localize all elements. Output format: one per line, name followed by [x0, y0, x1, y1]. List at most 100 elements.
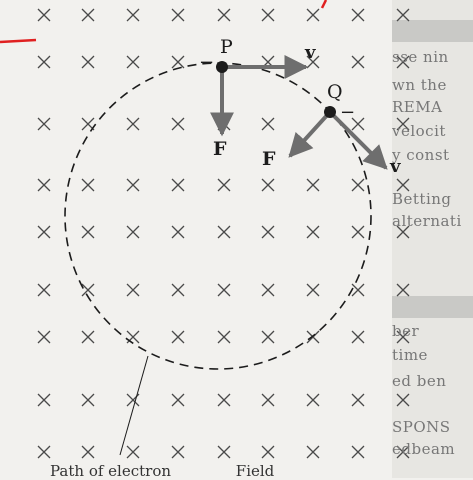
field-cross	[306, 445, 320, 459]
field-cross	[126, 8, 140, 22]
field-cross	[396, 330, 410, 344]
field-cross	[81, 330, 95, 344]
field-cross	[81, 225, 95, 239]
field-cross	[306, 330, 320, 344]
field-cross	[81, 393, 95, 407]
label-velocity-p: v	[304, 42, 316, 63]
caption-field: Field	[235, 462, 275, 480]
bg-text-line: edbeam	[392, 440, 456, 458]
field-cross	[396, 178, 410, 192]
field-cross	[217, 178, 231, 192]
figure-caption: Path of electron Field	[50, 462, 470, 480]
field-cross	[171, 283, 185, 297]
field-cross	[217, 445, 231, 459]
field-cross	[396, 117, 410, 131]
field-cross	[37, 393, 51, 407]
field-cross	[351, 8, 365, 22]
label-q: Q	[327, 81, 343, 103]
field-cross	[81, 445, 95, 459]
field-cross	[126, 117, 140, 131]
charge-sign-q: −	[340, 102, 355, 123]
red-annotation-mark	[320, 0, 328, 9]
field-cross	[81, 55, 95, 69]
field-cross	[396, 55, 410, 69]
bg-text-line: REMA	[392, 98, 443, 116]
field-cross	[351, 393, 365, 407]
field-cross	[81, 283, 95, 297]
bg-text-line: velocit	[392, 122, 446, 140]
field-cross	[37, 330, 51, 344]
field-cross	[306, 8, 320, 22]
field-cross	[306, 393, 320, 407]
field-cross	[396, 225, 410, 239]
red-annotation-mark	[0, 38, 37, 44]
field-cross	[171, 393, 185, 407]
field-cross	[217, 8, 231, 22]
field-cross	[126, 283, 140, 297]
field-cross	[396, 283, 410, 297]
label-force-p: F	[213, 138, 227, 160]
label-velocity-q: v	[389, 156, 401, 177]
field-cross	[261, 225, 275, 239]
field-cross	[81, 8, 95, 22]
label-force-q: F	[262, 148, 276, 170]
bg-text-line: wn the	[392, 76, 447, 94]
bg-text-line: y const	[392, 146, 450, 164]
path-leader-line	[119, 355, 149, 456]
bg-text-line: ber	[392, 322, 420, 340]
field-cross	[306, 55, 320, 69]
field-cross	[126, 225, 140, 239]
field-crosses	[37, 8, 410, 459]
field-cross	[171, 117, 185, 131]
field-cross	[351, 225, 365, 239]
force-vector-q	[288, 110, 332, 158]
field-cross	[171, 330, 185, 344]
field-cross	[37, 117, 51, 131]
field-cross	[351, 178, 365, 192]
bg-text-line: sse nin	[392, 48, 449, 66]
field-cross	[217, 283, 231, 297]
field-cross	[37, 178, 51, 192]
shaded-band	[392, 20, 473, 42]
field-cross	[171, 445, 185, 459]
bg-text-line: SPONS	[392, 418, 451, 436]
field-cross	[261, 393, 275, 407]
field-cross	[126, 178, 140, 192]
field-cross	[396, 445, 410, 459]
bg-text-line: Betting	[392, 190, 452, 208]
field-cross	[217, 225, 231, 239]
field-cross	[306, 178, 320, 192]
field-cross	[351, 445, 365, 459]
velocity-vector-q	[328, 110, 388, 170]
field-cross	[217, 330, 231, 344]
field-cross	[351, 283, 365, 297]
field-cross	[351, 55, 365, 69]
point-q-dot	[324, 106, 336, 118]
field-cross	[396, 8, 410, 22]
bg-text-line: alternati	[392, 212, 462, 230]
field-cross	[37, 55, 51, 69]
label-p: P	[220, 36, 233, 58]
field-cross	[37, 8, 51, 22]
field-cross	[396, 393, 410, 407]
bg-text-line: ed ben	[392, 372, 447, 390]
field-cross	[37, 445, 51, 459]
field-cross	[171, 225, 185, 239]
field-cross	[261, 178, 275, 192]
field-cross	[261, 117, 275, 131]
page-margin	[392, 0, 473, 478]
shaded-band	[392, 296, 473, 318]
field-cross	[351, 330, 365, 344]
field-cross	[37, 225, 51, 239]
field-cross	[306, 283, 320, 297]
field-cross	[351, 117, 365, 131]
field-cross	[261, 330, 275, 344]
field-cross	[306, 225, 320, 239]
field-cross	[37, 283, 51, 297]
field-cross	[171, 55, 185, 69]
field-cross	[217, 393, 231, 407]
field-cross	[261, 445, 275, 459]
point-p-dot	[216, 61, 228, 73]
caption-path-of-electron: Path of electron	[50, 462, 172, 480]
